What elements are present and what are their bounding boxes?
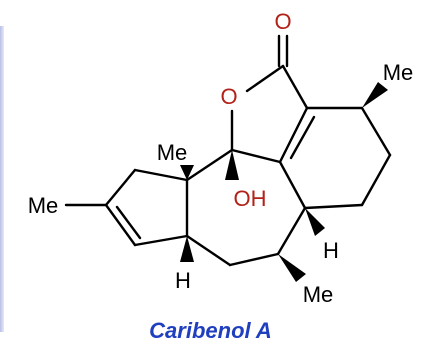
bond-cp-3 [104,203,137,247]
bond-cp-1 [133,168,189,182]
compound-name: Caribenol A [149,318,272,343]
bond-7-2 [230,148,282,164]
atom-me-left: Me [28,193,59,218]
wedge-hydroxyl [225,150,239,180]
bond-7-6 [185,234,232,267]
bond-lac-3 [281,64,309,110]
bond-6-3 [360,106,392,157]
wedge-h-bottom-left [180,236,194,262]
bond-lac-2 [245,64,285,93]
bond-cp-4 [133,234,189,247]
atom-carbonyl-o: O [274,9,291,34]
bond-cp-3-double [115,205,142,240]
bond-cp-2 [104,168,137,207]
atom-hydroxyl: OH [234,186,267,211]
wedge-center-methyl [180,165,194,180]
left-edge-strip [0,26,4,332]
bond-7-4 [276,206,307,256]
atom-ring-o: O [220,84,237,109]
bond-7-3 [278,160,307,210]
atom-me-center: Me [157,140,188,165]
atom-me-bottom: Me [303,282,334,307]
bond-6-1 [278,106,309,164]
wedge-top-right-methyl [362,82,388,108]
wedge-h-right [305,208,325,236]
bond-7-5 [228,252,280,267]
atom-me-top-right: Me [383,60,414,85]
wedge-bottom-methyl [278,254,306,282]
bond-6-5 [303,203,364,210]
atom-h-bottom-left: H [175,268,191,293]
bond-6-1-double [289,115,316,160]
bond-6-4 [360,153,392,207]
bond-7-1 [185,148,234,182]
atom-h-right: H [323,238,339,263]
